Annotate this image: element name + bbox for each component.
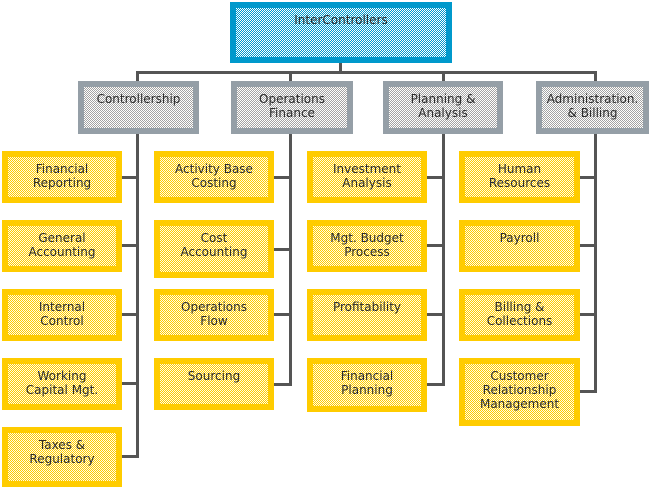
unit-financial-reporting: Financial Reporting xyxy=(2,151,122,203)
unit-label: Taxes & Regulatory xyxy=(8,433,116,481)
connector-branch xyxy=(427,244,443,247)
department-operations-finance: Operations Finance xyxy=(231,81,353,134)
unit-label: Payroll xyxy=(465,226,574,266)
department-label: Administration. & Billing xyxy=(542,87,643,128)
unit-label: Cost Accounting xyxy=(160,226,268,272)
connector-branch xyxy=(580,390,595,393)
connector-branch xyxy=(122,244,137,247)
connector-branch xyxy=(274,313,290,316)
department-label: Planning & Analysis xyxy=(389,87,497,128)
connector-controllership-trunk xyxy=(136,71,139,458)
connector-branch xyxy=(580,176,595,179)
unit-label: Operations Flow xyxy=(160,295,268,335)
unit-taxes-regulatory: Taxes & Regulatory xyxy=(2,427,122,487)
unit-label: Activity Base Costing xyxy=(160,157,268,197)
department-controllership: Controllership xyxy=(78,81,199,134)
connector-operations-trunk xyxy=(289,71,292,386)
connector-branch xyxy=(122,455,137,458)
root-node: InterControllers xyxy=(230,2,452,63)
department-label: Controllership xyxy=(84,87,193,128)
connector-branch xyxy=(427,313,443,316)
unit-label: Customer Relationship Management xyxy=(465,364,574,420)
unit-financial-planning: Financial Planning xyxy=(307,358,427,412)
unit-label: Mgt. Budget Process xyxy=(313,226,421,266)
connector-branch xyxy=(427,383,443,386)
connector-branch xyxy=(122,382,137,385)
connector-branch xyxy=(274,176,290,179)
unit-label: Internal Control xyxy=(8,295,116,335)
unit-label: Financial Reporting xyxy=(8,157,116,197)
unit-internal-control: Internal Control xyxy=(2,289,122,341)
connector-branch xyxy=(122,313,137,316)
connector-top-horizontal xyxy=(136,71,597,74)
unit-mgt-budget-process: Mgt. Budget Process xyxy=(307,220,427,272)
unit-activity-base-costing: Activity Base Costing xyxy=(154,151,274,203)
unit-label: Billing & Collections xyxy=(465,295,574,335)
unit-general-accounting: General Accounting xyxy=(2,220,122,272)
connector-branch xyxy=(427,176,443,179)
unit-investment-analysis: Investment Analysis xyxy=(307,151,427,203)
unit-human-resources: Human Resources xyxy=(459,151,580,203)
unit-payroll: Payroll xyxy=(459,220,580,272)
connector-branch xyxy=(580,313,595,316)
unit-working-capital: Working Capital Mgt. xyxy=(2,358,122,410)
department-planning-analysis: Planning & Analysis xyxy=(383,81,503,134)
connector-branch xyxy=(274,383,290,386)
unit-label: Financial Planning xyxy=(313,364,421,406)
unit-billing-collections: Billing & Collections xyxy=(459,289,580,341)
connector-administration-trunk xyxy=(594,71,597,393)
unit-cost-accounting: Cost Accounting xyxy=(154,220,274,278)
unit-profitability: Profitability xyxy=(307,289,427,341)
unit-label: Sourcing xyxy=(160,364,268,404)
unit-label: Working Capital Mgt. xyxy=(8,364,116,404)
connector-branch xyxy=(580,244,595,247)
root-node-label: InterControllers xyxy=(236,8,446,57)
department-label: Operations Finance xyxy=(237,87,347,128)
department-administration-billing: Administration. & Billing xyxy=(536,81,649,134)
unit-label: Profitability xyxy=(313,295,421,335)
unit-operations-flow: Operations Flow xyxy=(154,289,274,341)
unit-sourcing: Sourcing xyxy=(154,358,274,410)
unit-label: Human Resources xyxy=(465,157,574,197)
connector-branch xyxy=(274,248,290,251)
connector-root-down xyxy=(339,63,342,73)
unit-label: Investment Analysis xyxy=(313,157,421,197)
connector-branch xyxy=(122,176,137,179)
unit-customer-relationship-management: Customer Relationship Management xyxy=(459,358,580,426)
connector-planning-trunk xyxy=(442,71,445,386)
unit-label: General Accounting xyxy=(8,226,116,266)
